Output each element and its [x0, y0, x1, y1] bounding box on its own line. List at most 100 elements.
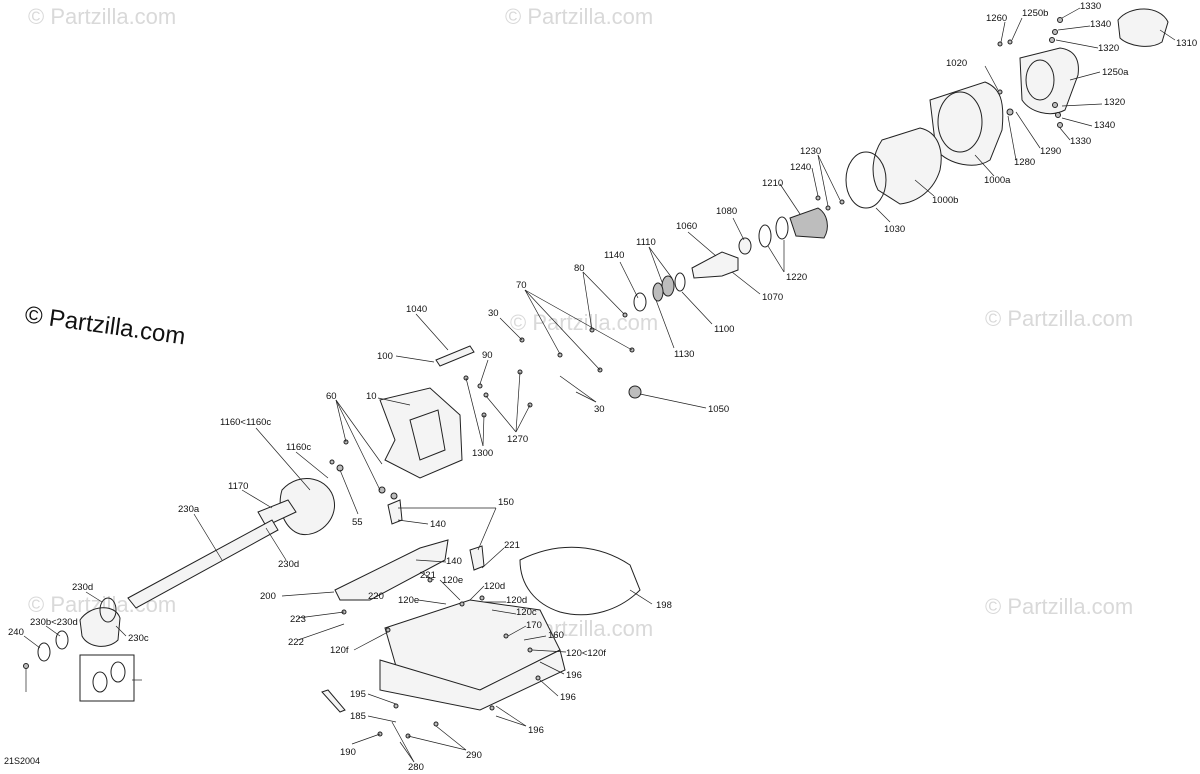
- callout-label: 120f: [330, 645, 349, 656]
- callout-label: 230a: [178, 504, 200, 515]
- fitting-150: [469, 545, 485, 571]
- boot-280: [79, 607, 121, 647]
- fitting-150: [387, 499, 403, 525]
- callout-label: 221: [504, 540, 520, 551]
- watermark-text: © Partzilla.com: [510, 310, 658, 335]
- watermark-text: © Partzilla.com: [28, 4, 176, 29]
- callout-label: 196: [528, 725, 544, 736]
- callout-label: 1230: [800, 146, 821, 157]
- callout-label: 240: [8, 627, 24, 638]
- callout-label: 222: [288, 637, 304, 648]
- callout-label: 223: [290, 614, 306, 625]
- callout-label: 1070: [762, 292, 783, 303]
- callout-label: 120e: [398, 595, 419, 606]
- bearing-1100: [674, 272, 686, 292]
- parts: [23, 8, 1169, 739]
- housing-bore: [1025, 59, 1055, 101]
- callout-label: 1340: [1094, 120, 1115, 131]
- callout-label: 1060: [676, 221, 697, 232]
- callout-label: 1340: [1090, 19, 1111, 30]
- callout-label: 1320: [1104, 97, 1125, 108]
- callout-label: 1140: [604, 250, 624, 261]
- ride-plate-edge: [379, 649, 566, 711]
- callout-label: 198: [656, 600, 672, 611]
- callout-label: 185: [350, 711, 366, 722]
- callout-label: 30: [488, 308, 499, 319]
- callout-label: 1160<1160c: [220, 417, 271, 428]
- callout-label: 80: [574, 263, 585, 274]
- callout-label: 100: [377, 351, 393, 362]
- impeller-1160: [279, 478, 335, 536]
- o-ring-1220: [758, 224, 772, 248]
- callout-label: 230c: [128, 633, 149, 644]
- callout-label: 195: [350, 689, 366, 700]
- watermark-text: © Partzilla.com: [985, 594, 1133, 619]
- callout-label: 120d: [506, 595, 527, 606]
- callout-label: 200: [260, 591, 276, 602]
- pump-housing-1000a: [929, 81, 1004, 166]
- callout-label: 160: [548, 630, 564, 641]
- watermark-text: © Partzilla.com: [985, 306, 1133, 331]
- callout-label: 190: [340, 747, 356, 758]
- callout-label: 30: [594, 404, 605, 415]
- callout-label: 1170: [228, 481, 248, 492]
- callout-label: 120c: [516, 607, 537, 618]
- support-cutout: [409, 409, 446, 461]
- drive-shaft-230a: [127, 519, 279, 609]
- callout-label: 60: [326, 391, 337, 402]
- callout-label: 221: [420, 570, 436, 581]
- callout-label: 230d: [278, 559, 299, 570]
- support-10: [379, 387, 463, 479]
- ring-230c: [37, 642, 51, 662]
- ring-230d: [55, 630, 69, 650]
- callout-label: 1130: [674, 349, 694, 360]
- callout-label: 220: [368, 591, 384, 602]
- bearing-1080: [738, 237, 752, 255]
- callout-label: 1000a: [984, 175, 1011, 186]
- watermark-text: © Partzilla.com: [505, 4, 653, 29]
- callout-label: 140: [430, 519, 446, 530]
- callout-label: 1100: [714, 324, 734, 335]
- callout-label: 150: [498, 497, 514, 508]
- callout-label: 1300: [472, 448, 493, 459]
- callout-label: 196: [560, 692, 576, 703]
- callout-label: 230b<230d: [30, 617, 78, 628]
- callout-label: 1260: [986, 13, 1007, 24]
- bar-1040: [435, 345, 475, 367]
- o-ring-1030: [845, 151, 887, 209]
- callout-label: 1020: [946, 58, 967, 69]
- inset-box-230b: [79, 654, 135, 702]
- leader-lines: [23, 7, 1176, 763]
- callout-label: 1220: [786, 272, 807, 283]
- callout-label: 1160c: [286, 442, 311, 453]
- callout-label: 70: [516, 280, 527, 291]
- diagram-reference: 21S2004: [4, 756, 40, 766]
- callout-label: 1310: [1176, 38, 1197, 49]
- callout-label: 1250b: [1022, 8, 1048, 19]
- callout-labels: 1330 1260 1250b 1340 1320 1310 1020 1250…: [8, 1, 1197, 773]
- callout-label: 1290: [1040, 146, 1061, 157]
- impeller-shaft-1060: [691, 251, 739, 279]
- callout-label: 1280: [1014, 157, 1035, 168]
- callout-label: 140: [446, 556, 462, 567]
- bracket-200: [334, 539, 449, 601]
- callout-label: 90: [482, 350, 493, 361]
- seal-1110: [652, 282, 664, 302]
- callout-label: 1210: [762, 178, 783, 189]
- callout-label: 10: [366, 391, 377, 402]
- seal-1110: [661, 275, 675, 297]
- wear-ring-1000b: [872, 127, 942, 205]
- callout-label: 120e: [442, 575, 463, 586]
- callout-label: 120d: [484, 581, 505, 592]
- bearing-230b: [110, 661, 126, 683]
- callout-label: 1240: [790, 162, 811, 173]
- callout-label: 1110: [636, 237, 656, 248]
- callout-label: 170: [526, 620, 542, 631]
- callout-label: 1080: [716, 206, 737, 217]
- callout-label: 230d: [72, 582, 93, 593]
- part-1170: [257, 499, 297, 527]
- strip-185: [321, 689, 346, 713]
- circlip-1140: [633, 292, 647, 312]
